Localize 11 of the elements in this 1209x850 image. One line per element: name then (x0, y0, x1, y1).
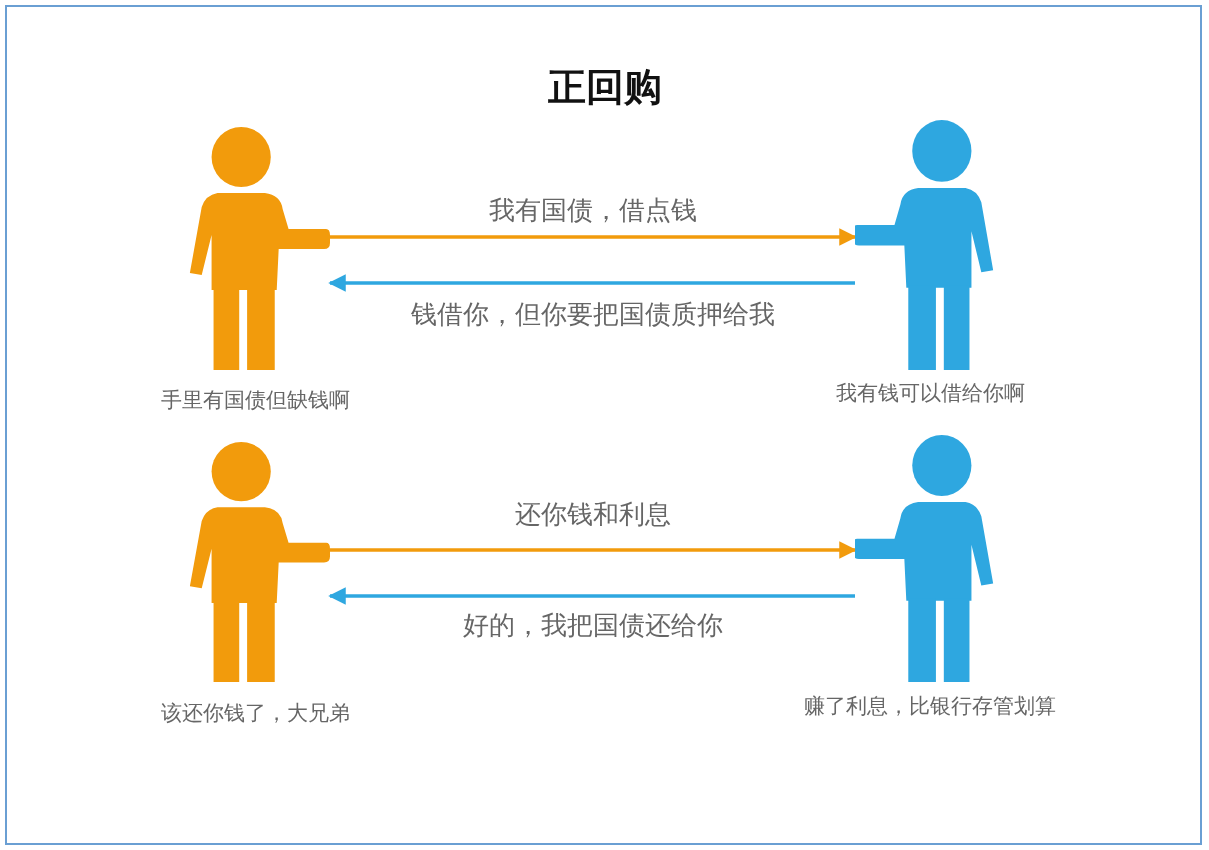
person-caption: 赚了利息，比银行存管划算 (804, 693, 1056, 720)
person-caption: 手里有国债但缺钱啊 (160, 387, 350, 414)
arrow (328, 274, 855, 292)
edge-label: 好的，我把国债还给你 (462, 609, 723, 642)
edge-label: 我有国债，借点钱 (488, 194, 697, 227)
person-caption: 我有钱可以借给你啊 (835, 380, 1025, 407)
person-caption: 该还你钱了，大兄弟 (160, 700, 350, 727)
edge-label: 钱借你，但你要把国债质押给我 (410, 298, 775, 331)
edge-label: 还你钱和利息 (514, 498, 671, 531)
title: 正回购 (546, 64, 663, 111)
arrow (328, 587, 855, 605)
